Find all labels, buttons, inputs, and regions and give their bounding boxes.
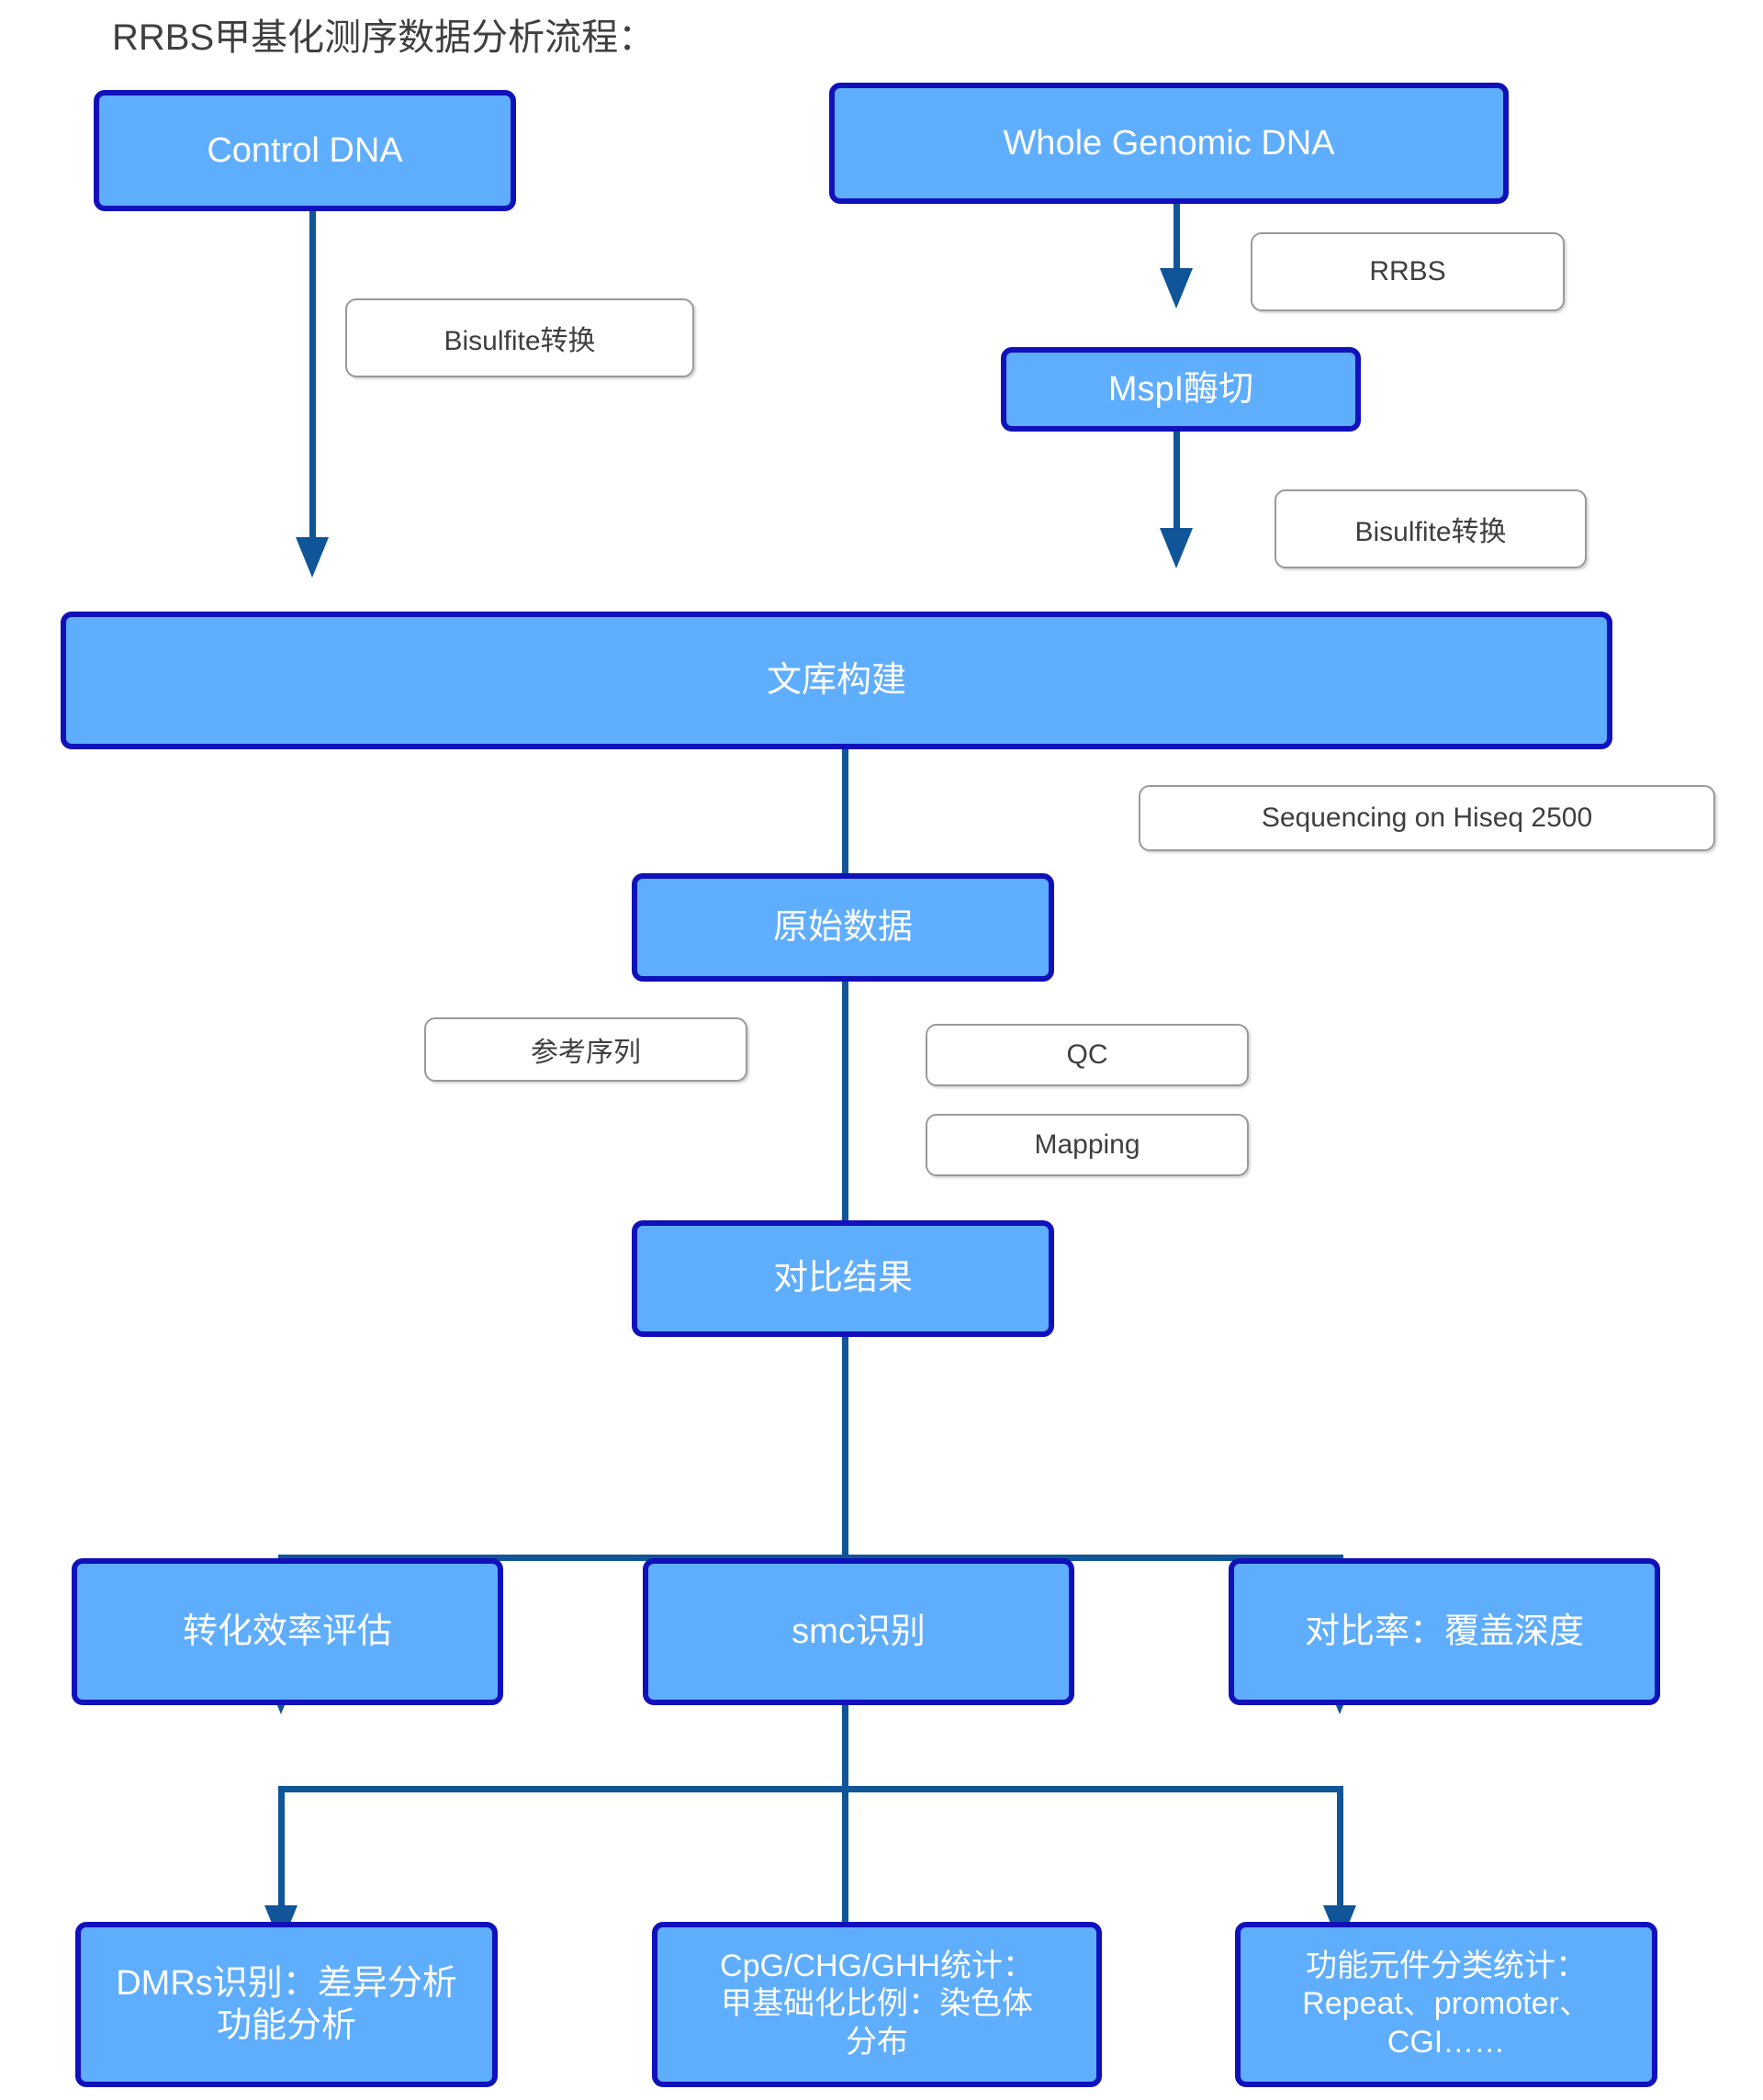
label-bisulfite-left: Bisulfite转换 bbox=[345, 298, 694, 377]
label-sequencing: Sequencing on Hiseq 2500 bbox=[1139, 785, 1715, 851]
arrowhead-control-to-library bbox=[296, 537, 329, 578]
connector-mspi-to-library bbox=[1173, 432, 1180, 528]
label-rrbs: RRBS bbox=[1251, 232, 1565, 311]
node-context-stats[interactable]: CpG/CHG/GHH统计： 甲基础化比例：染色体 分布 bbox=[652, 1922, 1102, 2087]
node-library-construction[interactable]: 文库构建 bbox=[61, 612, 1612, 749]
connector-control-to-library bbox=[309, 211, 316, 537]
node-smc-detection[interactable]: smc识别 bbox=[643, 1558, 1074, 1705]
label-qc: QC bbox=[926, 1024, 1249, 1086]
node-raw-data[interactable]: 原始数据 bbox=[632, 873, 1054, 982]
connector-wgdna-to-mspi bbox=[1173, 204, 1180, 268]
connector-branch2-bar bbox=[278, 1786, 1343, 1792]
connector-branch2-left bbox=[278, 1786, 285, 1905]
node-element-stats-line3: CGI…… bbox=[1387, 2024, 1506, 2060]
page-title: RRBS甲基化测序数据分析流程： bbox=[112, 17, 656, 58]
node-context-stats-line3: 分布 bbox=[846, 2024, 908, 2060]
arrowhead-wgdna-to-mspi bbox=[1160, 268, 1193, 309]
node-control-dna[interactable]: Control DNA bbox=[94, 90, 516, 211]
node-mapping-result[interactable]: 对比结果 bbox=[632, 1220, 1054, 1337]
node-conversion-efficiency[interactable]: 转化效率评估 bbox=[72, 1558, 503, 1705]
connector-library-to-rawdata bbox=[842, 749, 848, 873]
connector-branch2-right bbox=[1337, 1786, 1343, 1905]
node-context-stats-line2: 甲基础化比例：染色体 bbox=[721, 1986, 1033, 2022]
node-mapping-rate[interactable]: 对比率：覆盖深度 bbox=[1229, 1558, 1660, 1705]
node-mspi-digest[interactable]: MspI酶切 bbox=[1001, 347, 1361, 432]
arrowhead-mspi-to-library bbox=[1160, 528, 1193, 568]
node-dmrs-line1: DMRs识别：差异分析 bbox=[116, 1963, 457, 2003]
node-element-stats-line1: 功能元件分类统计： bbox=[1306, 1948, 1587, 1983]
node-element-stats[interactable]: 功能元件分类统计： Repeat、promoter、 CGI…… bbox=[1235, 1922, 1657, 2087]
connector-branch1-bar bbox=[278, 1555, 1343, 1561]
node-dmrs-analysis[interactable]: DMRs识别：差异分析 功能分析 bbox=[75, 1922, 498, 2087]
label-mapping: Mapping bbox=[926, 1114, 1249, 1176]
connector-mapping-result-down bbox=[842, 1337, 848, 1561]
label-bisulfite-right: Bisulfite转换 bbox=[1275, 489, 1587, 568]
node-element-stats-line2: Repeat、promoter、 bbox=[1302, 1986, 1590, 2022]
node-whole-genomic-dna[interactable]: Whole Genomic DNA bbox=[829, 83, 1509, 204]
node-context-stats-line1: CpG/CHG/GHH统计： bbox=[720, 1948, 1034, 1983]
connector-smc-down bbox=[842, 1704, 848, 1925]
node-dmrs-line2: 功能分析 bbox=[216, 2006, 356, 2045]
label-reference-sequence: 参考序列 bbox=[424, 1017, 747, 1082]
connector-rawdata-to-mapping-result bbox=[842, 982, 848, 1220]
